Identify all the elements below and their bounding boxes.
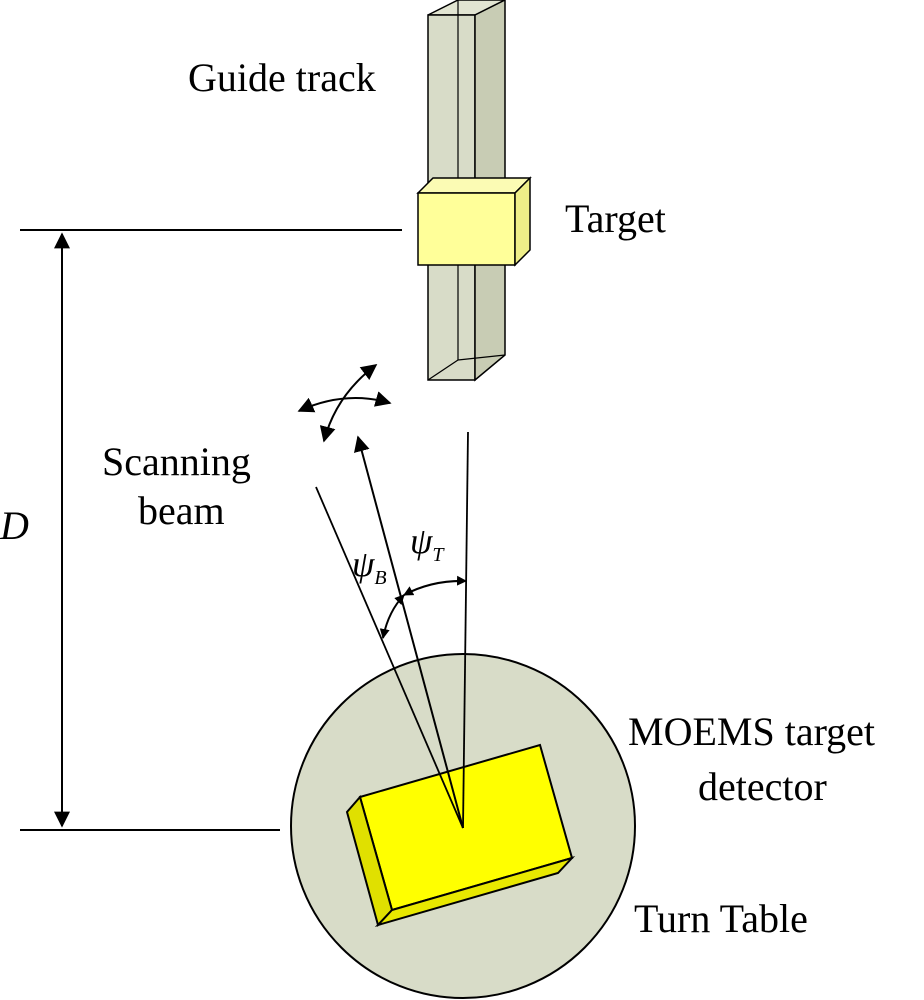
target-front bbox=[417, 192, 516, 266]
psi-t-subscript: T bbox=[432, 544, 445, 566]
beam-left-limit bbox=[315, 486, 464, 829]
detector-label-line1: MOEMS target bbox=[628, 709, 875, 754]
moems-detector bbox=[345, 743, 576, 927]
turn-table-label: Turn Table bbox=[634, 896, 808, 941]
target-top bbox=[416, 177, 532, 194]
psi-b-label: ψB bbox=[352, 544, 387, 589]
distance-label: D bbox=[0, 503, 29, 548]
rotation-arrows-icon bbox=[297, 364, 392, 443]
target-block bbox=[416, 176, 532, 267]
scanning-beam-label-line1: Scanning bbox=[102, 439, 251, 484]
target-side bbox=[514, 176, 531, 267]
detector-label-line2: detector bbox=[698, 764, 827, 809]
scanning-beam-arrow bbox=[354, 435, 464, 829]
guide-track-label: Guide track bbox=[188, 55, 376, 100]
psi-b-symbol: ψ bbox=[352, 544, 375, 584]
psi-b-arc bbox=[379, 594, 405, 639]
psi-t-arc bbox=[403, 575, 467, 596]
psi-t-symbol: ψ bbox=[410, 521, 433, 561]
scanning-beam-label-line2: beam bbox=[138, 488, 225, 533]
detector-bottom bbox=[374, 856, 576, 927]
psi-b-subscript: B bbox=[374, 567, 386, 589]
psi-t-label: ψT bbox=[410, 521, 445, 566]
target-label: Target bbox=[565, 196, 666, 241]
target-direction-line bbox=[462, 431, 469, 829]
